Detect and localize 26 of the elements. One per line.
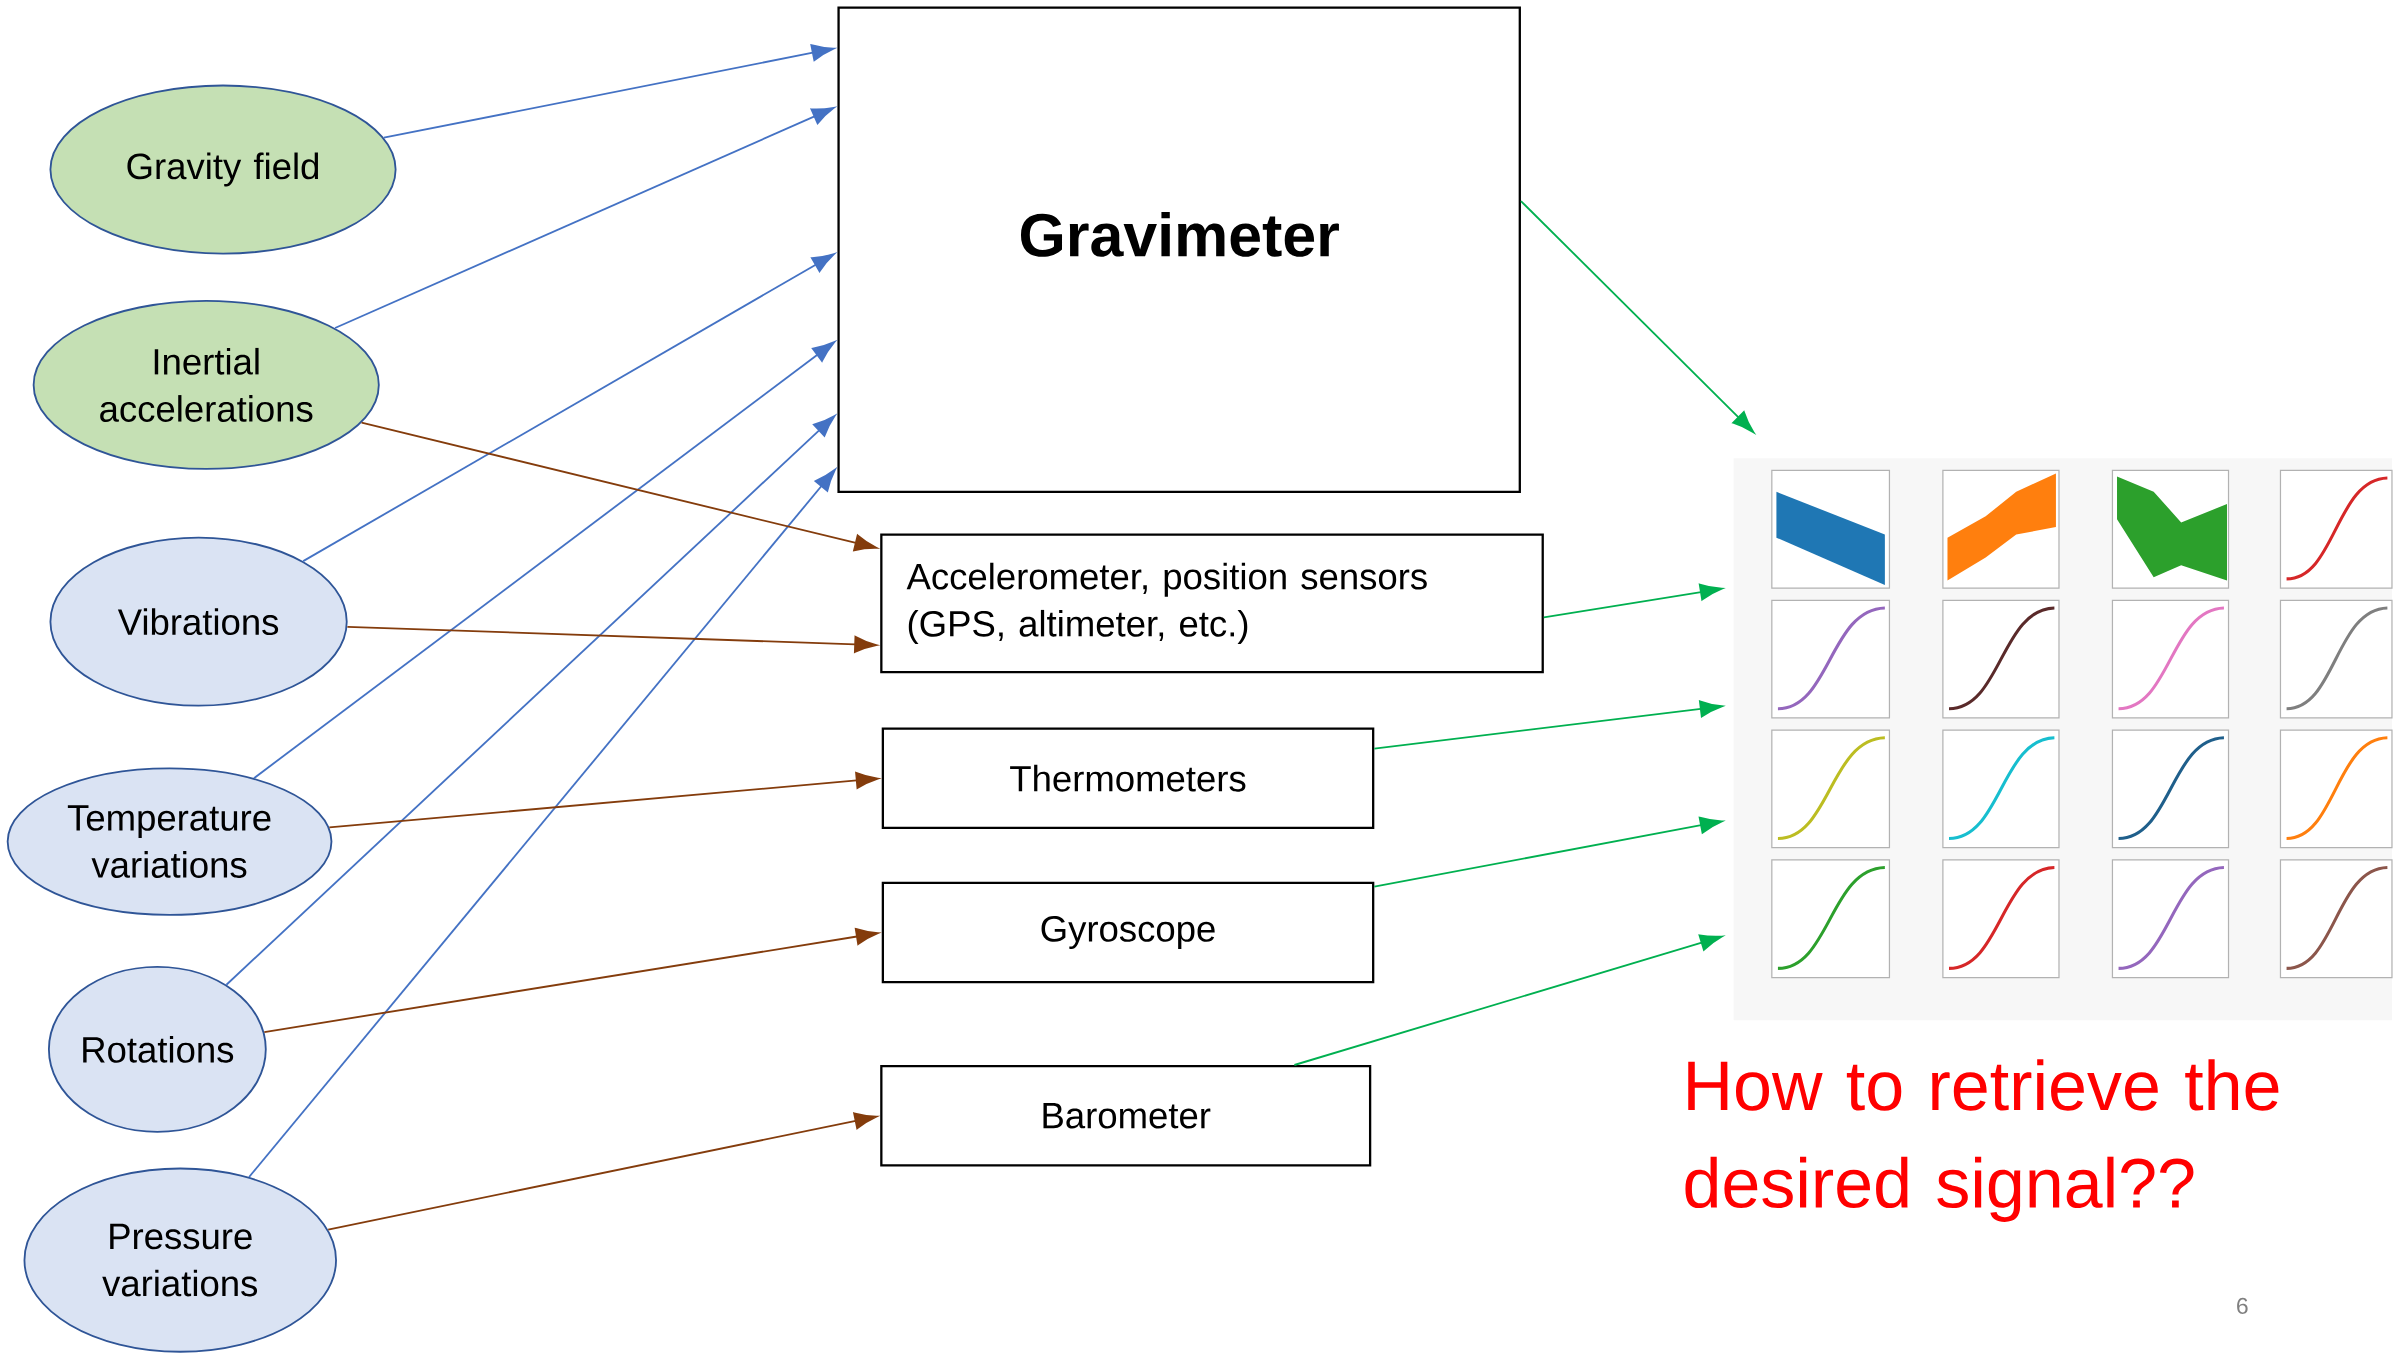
arrow xyxy=(1373,700,1723,750)
ellipse-node: Gravity field xyxy=(49,84,397,255)
arrow xyxy=(328,772,879,829)
ellipse-node: Temperature variations xyxy=(6,767,333,916)
arrow xyxy=(382,44,835,139)
arrow xyxy=(1520,200,1755,434)
arrow xyxy=(302,253,835,563)
arrow xyxy=(1542,583,1723,619)
process-box: Barometer xyxy=(880,1065,1372,1167)
arrow xyxy=(334,107,835,330)
arrow xyxy=(327,1112,878,1231)
arrow xyxy=(346,626,878,653)
ellipse-node: Inertial accelerations xyxy=(32,300,380,470)
process-box: Thermometers xyxy=(881,727,1375,830)
arrow xyxy=(248,468,836,1178)
arrow xyxy=(360,421,878,552)
process-box: Gyroscope xyxy=(881,881,1375,984)
picture xyxy=(1733,458,2393,1021)
page-number: 6 xyxy=(2237,1297,2248,1315)
process-box: Accelerometer, position sensors (GPS, altimeter, etc.) xyxy=(880,533,1544,674)
arrow xyxy=(1373,816,1723,888)
ellipse-node: Rotations xyxy=(47,966,267,1133)
ellipse-node: Pressure variations xyxy=(23,1167,337,1353)
arrow xyxy=(253,341,836,780)
process-box: Gravimeter xyxy=(837,6,1521,494)
ellipse-node: Vibrations xyxy=(49,536,348,707)
